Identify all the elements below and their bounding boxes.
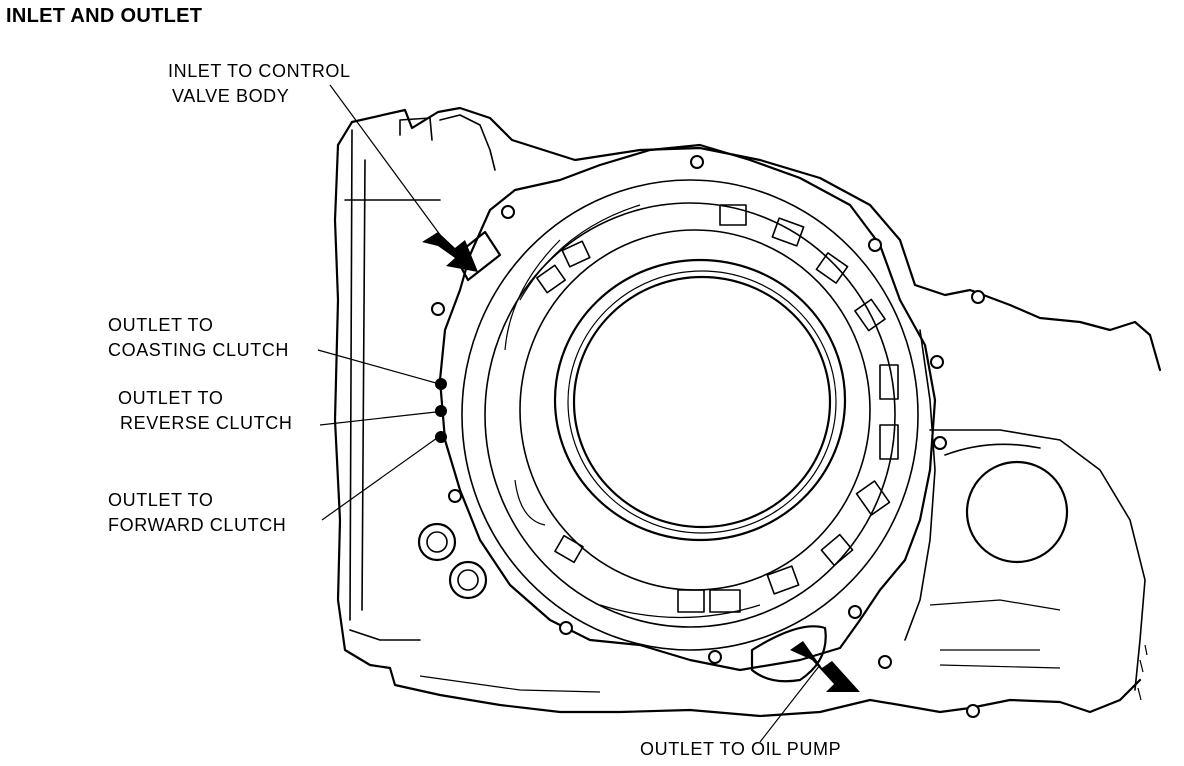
label-reverse-line1: OUTLET TO [118,388,224,408]
plate-ring-inner [519,229,871,591]
inlet-flow-arrow-icon [422,232,478,272]
label-reverse-line2: REVERSE CLUTCH [120,413,293,433]
plate-outline [438,143,937,672]
boss-lower-hole [457,569,479,591]
right-port-rib [944,443,1041,456]
label-outlet-reverse-clutch: OUTLET TO REVERSE CLUTCH [118,386,292,436]
bolt-hole [448,489,462,503]
housing-inner-left [344,129,441,641]
label-outlet-forward-clutch: OUTLET TO FORWARD CLUTCH [108,488,286,538]
bolt-hole [431,302,445,316]
bolt-hole [966,704,980,718]
housing-right-rib [904,329,936,641]
bolt-hole [708,650,722,664]
label-outlet-oil-pump: OUTLET TO OIL PUMP [640,739,842,759]
bolt-hole [930,355,944,369]
label-inlet-control-valve-line2: VALVE BODY [172,86,290,106]
housing-outline [350,106,1162,372]
bolt-hole [559,621,573,635]
ring-tabs [536,204,899,613]
label-coasting-line1: OUTLET TO [108,315,214,335]
reverse-clutch-outlet-dot [435,405,447,417]
ring-arcs [504,204,761,619]
housing-bottom [388,666,1142,718]
label-inlet-control-valve-line1: INLET TO CONTROL [168,61,351,81]
right-port-outer [965,460,1069,564]
housing-right-edge [929,429,1146,691]
label-inlet-control-valve: INLET TO CONTROL VALVE BODY [168,59,351,109]
plate-ring-outer [461,179,919,651]
leader-reverse-clutch [319,411,437,426]
diagram-title: INLET AND OUTLET [6,5,203,27]
boss-upper-hole [426,531,448,553]
leader-oil-pump [759,664,821,743]
coasting-clutch-outlet-dot [435,378,447,390]
housing-lower-ribs [419,599,1061,693]
bolt-holes [431,155,985,718]
bolt-hole [868,238,882,252]
bolt-hole [971,290,985,304]
bolt-hole [690,155,704,169]
forward-clutch-outlet-dot [435,431,447,443]
plate-ring-mid [484,202,896,628]
bolt-hole [848,605,862,619]
label-forward-line2: FORWARD CLUTCH [108,515,287,535]
label-forward-line1: OUTLET TO [108,490,214,510]
bolt-hole [933,436,947,450]
pump-bore-inner [572,275,832,529]
label-coasting-line2: COASTING CLUTCH [108,340,290,360]
oil-pump-outlet-port [750,625,827,683]
bolt-hole [878,655,892,669]
housing-left-wall [333,120,392,670]
leader-coasting-clutch [317,349,437,384]
pump-bore-outer [553,258,847,542]
pump-bore-lip [567,270,837,534]
edge-break-marks [1137,644,1148,701]
bolt-hole [501,205,515,219]
leader-forward-clutch [321,437,438,521]
housing-top-flange [399,114,496,171]
label-outlet-coasting-clutch: OUTLET TO COASTING CLUTCH [108,313,289,363]
boss-lower [448,560,488,600]
boss-upper [417,522,457,562]
oil-pump-flow-arrow-icon [790,641,860,692]
